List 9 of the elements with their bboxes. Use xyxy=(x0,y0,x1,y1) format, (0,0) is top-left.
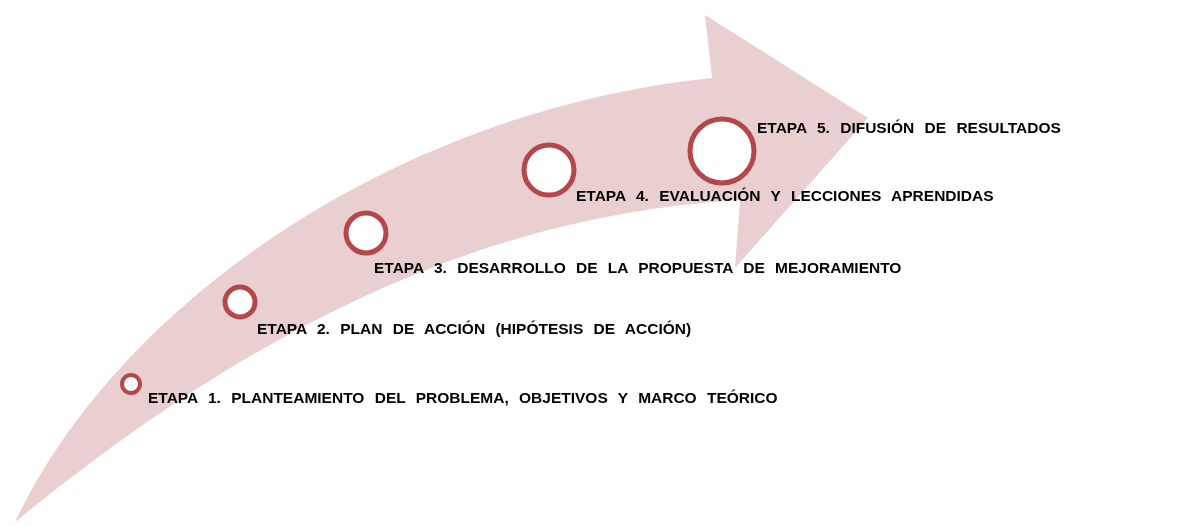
stage-circle xyxy=(119,372,143,396)
stage-circle xyxy=(343,210,389,256)
stage-label: ETAPA 3. DESARROLLO DE LA PROPUESTA DE MEJORAMIENTO xyxy=(374,259,902,277)
stage-circle xyxy=(521,142,577,198)
stage-label: ETAPA 5. DIFUSIÓN DE RESULTADOS xyxy=(757,119,1061,137)
stage-circle xyxy=(222,284,258,320)
stage-label: ETAPA 1. PLANTEAMIENTO DEL PROBLEMA, OBJETIVOS Y MARCO TEÓRICO xyxy=(148,389,778,407)
stage-label: ETAPA 2. PLAN DE ACCIÓN (HIPÓTESIS DE ACCIÓN) xyxy=(257,320,692,338)
stage-label: ETAPA 4. EVALUACIÓN Y LECCIONES APRENDIDAS xyxy=(576,187,994,205)
